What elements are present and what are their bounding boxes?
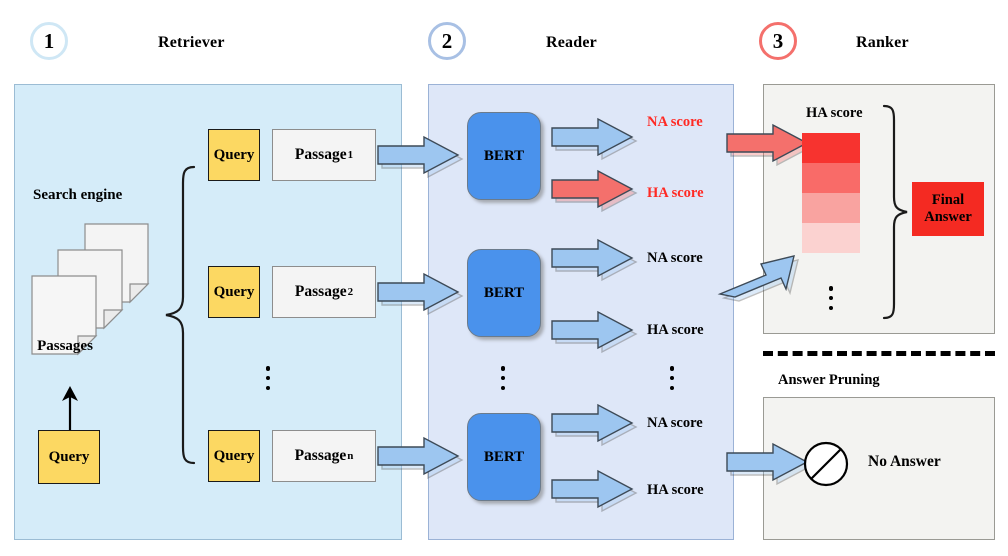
step-title-reader: Reader	[546, 34, 597, 51]
bert-model-box[interactable]: BERT	[467, 249, 541, 337]
final-answer-line2: Answer	[924, 209, 972, 225]
to-no-answer-arrow	[726, 442, 813, 486]
step-header-1: 1	[30, 22, 68, 60]
final-answer-line1: Final	[931, 191, 965, 208]
bert-to-ha-arrow	[551, 310, 638, 354]
source-query-label: Query	[48, 448, 90, 465]
query-to-passages-arrow	[62, 386, 78, 430]
answer-pruning-title: Answer Pruning	[778, 372, 880, 388]
step-title-retriever: Retriever	[158, 34, 225, 51]
bert-model-label: BERT	[483, 147, 525, 164]
row-passage-label: Passage	[294, 146, 347, 163]
row-query-label: Query	[213, 447, 255, 464]
na-score-label: NA score	[647, 250, 703, 266]
scores-to-ranker-arrow	[717, 255, 799, 302]
ha-to-ranker-arrow	[726, 123, 813, 167]
heat-band	[802, 133, 860, 163]
row-query-box[interactable]: Query	[208, 129, 260, 181]
ranker-ellipsis-icon	[828, 286, 834, 310]
search-engine-label: Search engine	[33, 187, 123, 203]
final-answer-box[interactable]: Final Answer	[912, 182, 984, 236]
passages-stack-icon	[31, 223, 150, 356]
ha-score-label: HA score	[647, 322, 704, 338]
heat-band	[802, 223, 860, 253]
bert-to-ha-arrow	[551, 169, 638, 213]
na-score-label: NA score	[647, 114, 703, 130]
ha-score-label: HA score	[647, 482, 704, 498]
retriever-to-reader-arrow	[377, 272, 464, 316]
na-score-label: NA score	[647, 415, 703, 431]
bert-to-ha-arrow	[551, 469, 638, 513]
step-header-3: 3	[759, 22, 797, 60]
row-query-label: Query	[213, 283, 255, 300]
score-ellipsis-icon	[669, 366, 675, 390]
step-number-3-badge: 3	[759, 22, 797, 60]
no-entry-circle-icon	[803, 441, 849, 487]
step-number-2-text: 2	[441, 28, 453, 53]
source-query-box[interactable]: Query	[38, 430, 100, 484]
step-number-1-text: 1	[43, 28, 55, 53]
heat-band	[802, 163, 860, 193]
bert-model-box[interactable]: BERT	[467, 112, 541, 200]
row-passage-subscript: 2	[347, 286, 354, 298]
answer-pruning-panel	[763, 397, 995, 540]
row-passage-label: Passage	[294, 447, 347, 464]
retriever-to-reader-arrow	[377, 436, 464, 480]
no-answer-label: No Answer	[868, 453, 941, 470]
bert-to-na-arrow	[551, 403, 638, 447]
section-divider	[763, 351, 995, 356]
bert-model-label: BERT	[483, 448, 525, 465]
row-query-label: Query	[213, 146, 255, 163]
bert-model-box[interactable]: BERT	[467, 413, 541, 501]
bert-to-na-arrow	[551, 238, 638, 282]
reader-ellipsis-icon	[500, 366, 506, 390]
row-passage-subscript: 1	[347, 149, 354, 161]
step-number-3-text: 3	[772, 28, 784, 53]
retriever-ellipsis-icon	[265, 366, 271, 390]
step-header-2: 2	[428, 22, 466, 60]
row-passage-label: Passage	[294, 283, 347, 300]
bert-model-label: BERT	[483, 284, 525, 301]
bert-to-na-arrow	[551, 117, 638, 161]
row-passage-subscript: n	[347, 450, 354, 462]
step-title-ranker: Ranker	[856, 34, 909, 51]
row-query-box[interactable]: Query	[208, 430, 260, 482]
ranker-ha-score-title: HA score	[806, 105, 863, 121]
ha-score-heatmap	[802, 133, 860, 253]
fanout-brace	[165, 165, 196, 465]
row-query-box[interactable]: Query	[208, 266, 260, 318]
heat-band	[802, 193, 860, 223]
passages-label: Passages	[37, 338, 93, 354]
step-number-1-badge: 1	[30, 22, 68, 60]
ranker-brace	[882, 104, 908, 320]
ha-score-label: HA score	[647, 185, 704, 201]
retriever-to-reader-arrow	[377, 135, 464, 179]
step-number-2-badge: 2	[428, 22, 466, 60]
